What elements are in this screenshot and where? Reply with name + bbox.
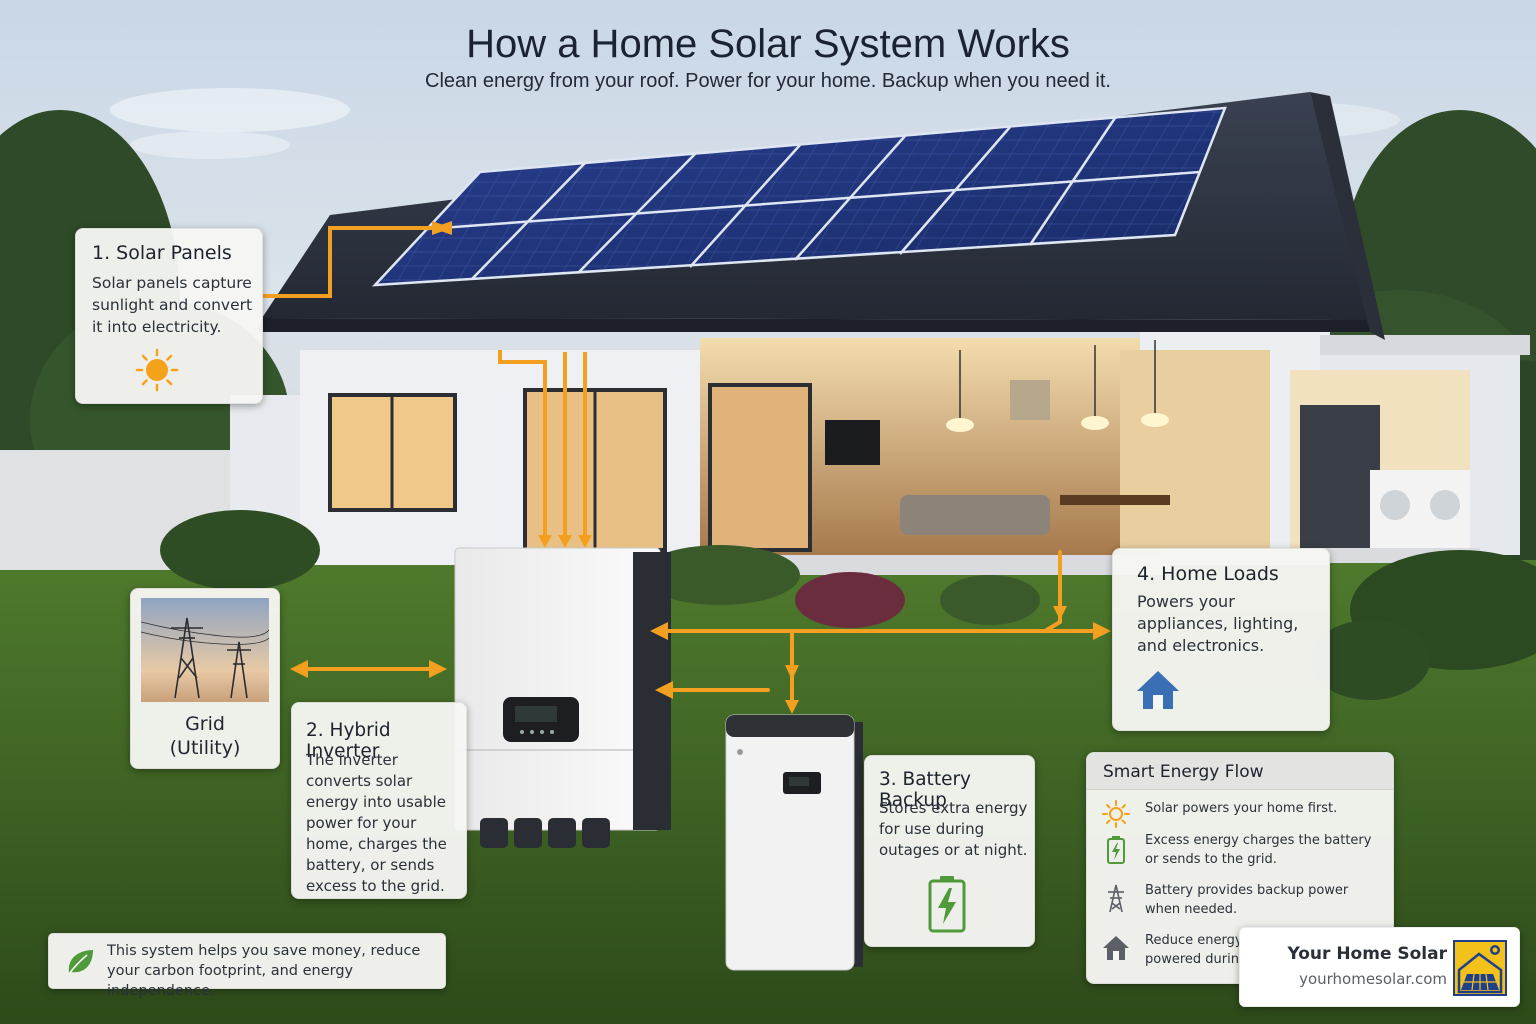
grid-label-line2: (Utility) <box>169 737 241 759</box>
sun-icon <box>135 348 179 392</box>
house-icon <box>1103 936 1129 960</box>
transmission-tower-image <box>141 598 269 702</box>
home-loads-title: 4. Home Loads <box>1137 563 1279 585</box>
home-loads-card: 4. Home Loads Powers your appliances, li… <box>1112 548 1330 731</box>
battery-backup-description: Stores extra energy for use during outag… <box>879 799 1028 859</box>
page-title: How a Home Solar System Works <box>466 22 1070 66</box>
benefit-banner: This system helps you save money, reduce… <box>48 933 446 999</box>
home-loads-description: Powers your appliances, lighting, and el… <box>1137 592 1299 655</box>
battery-icon <box>928 876 966 933</box>
flow-item-text: Solar powers your home first. <box>1145 801 1338 816</box>
smart-flow-header: Smart Energy Flow <box>1087 753 1393 790</box>
solar-house-logo <box>1453 940 1507 996</box>
battery-charging-icon <box>1107 836 1125 864</box>
brand-name: Your Home Solar <box>1287 944 1447 964</box>
flow-item: Battery provides backup power when neede… <box>1101 881 1379 921</box>
leaf-icon <box>68 950 93 975</box>
solar-panels-card: 1. Solar Panels Solar panels capture sun… <box>75 228 263 404</box>
grid-label-line1: Grid <box>185 713 225 735</box>
page-subtitle: Clean energy from your roof. Power for y… <box>425 70 1111 92</box>
smart-flow-title: Smart Energy Flow <box>1103 762 1264 782</box>
house-icon <box>1137 671 1179 709</box>
sun-icon <box>1102 800 1130 828</box>
flow-item-text: Excess energy charges the battery or sen… <box>1145 833 1372 867</box>
solar-panels-description: Solar panels capture sunlight and conver… <box>92 274 253 336</box>
hybrid-inverter-title: 2. Hybrid Inverter <box>306 720 391 762</box>
solar-panels-title: 1. Solar Panels <box>92 242 232 264</box>
hybrid-inverter-description: The inverter converts solar energy into … <box>306 751 447 895</box>
flow-item-text: Battery provides backup power when neede… <box>1145 883 1349 917</box>
flow-item: Excess energy charges the battery or sen… <box>1101 831 1379 871</box>
battery-backup-card: 3. Battery Backup Stores extra energy fo… <box>864 755 1035 947</box>
battery-backup-title: 3. Battery Backup <box>879 769 972 811</box>
brand-url[interactable]: yourhomesolar.com <box>1299 970 1447 988</box>
hybrid-inverter-card: 2. Hybrid Inverter The inverter converts… <box>291 702 467 899</box>
flow-item: Solar powers your home first. <box>1101 799 1379 829</box>
benefit-text: This system helps you save money, reduce… <box>107 943 421 999</box>
brand-badge[interactable]: Your Home Solar yourhomesolar.com <box>1239 927 1520 1007</box>
grid-utility-card: Grid (Utility) <box>130 588 280 769</box>
power-tower-icon <box>1108 884 1124 913</box>
